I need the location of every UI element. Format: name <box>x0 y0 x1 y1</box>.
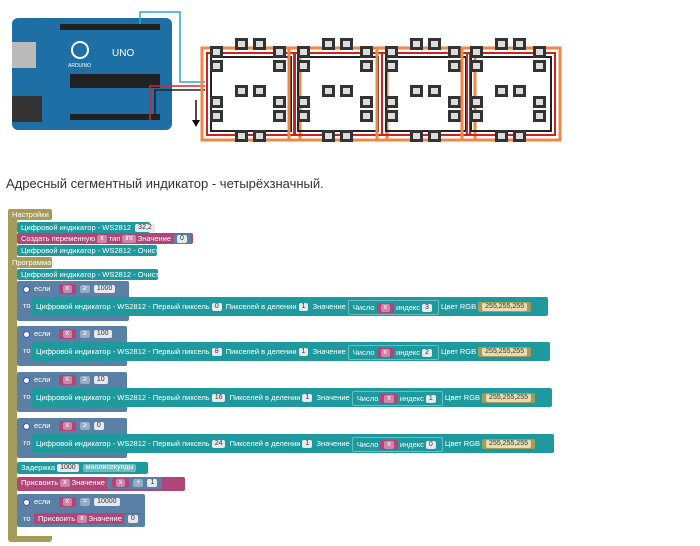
led-pixel <box>448 96 461 108</box>
led-pixel <box>470 110 483 122</box>
led-pixel <box>495 38 508 50</box>
set-first-pixel-block[interactable]: Цифровой индикатор - WS2812 - Первый пик… <box>32 388 552 407</box>
led-pixel <box>235 38 248 50</box>
led-pixel <box>513 130 526 142</box>
led-pixel <box>340 38 353 50</box>
set-first-pixel-block[interactable]: Цифровой индикатор - WS2812 - Первый пик… <box>32 434 554 453</box>
led-pixel <box>297 60 310 72</box>
led-digits <box>200 38 562 142</box>
gear-icon[interactable] <box>23 422 30 430</box>
led-pixel <box>428 38 441 50</box>
led-pixel <box>210 46 223 58</box>
led-pixel <box>470 46 483 58</box>
settings-block[interactable]: Настройки <box>8 209 52 220</box>
led-pixel <box>495 85 508 97</box>
led-pixel <box>448 110 461 122</box>
board-label: UNO <box>112 48 134 59</box>
gear-icon[interactable] <box>23 376 30 384</box>
led-pixel <box>428 85 441 97</box>
led-pixel <box>322 130 335 142</box>
gear-icon[interactable] <box>23 285 30 293</box>
led-pixel <box>340 130 353 142</box>
led-pixel <box>235 130 248 142</box>
led-pixel <box>253 38 266 50</box>
ws2812-init-block[interactable]: Цифровой индикатор - WS2812 32,2 <box>17 222 155 233</box>
led-pixel <box>253 130 266 142</box>
led-pixel <box>360 60 373 72</box>
led-pixel <box>470 60 483 72</box>
led-pixel <box>533 46 546 58</box>
led-pixel <box>533 110 546 122</box>
led-pixel <box>322 85 335 97</box>
led-pixel <box>297 46 310 58</box>
board-brand: ARDUINO <box>68 63 91 69</box>
led-pixel <box>273 96 286 108</box>
led-pixel <box>297 110 310 122</box>
caption: Адресный сегментный индикатор - четырёхз… <box>6 176 324 191</box>
program-clear-block[interactable]: Цифровой индикатор - WS2812 - Очистить <box>17 269 170 280</box>
led-pixel <box>385 96 398 108</box>
led-pixel <box>385 46 398 58</box>
led-pixel <box>385 110 398 122</box>
led-pixel <box>533 60 546 72</box>
led-pixel <box>410 85 423 97</box>
led-pixel <box>322 38 335 50</box>
led-pixel <box>273 46 286 58</box>
led-pixel <box>360 96 373 108</box>
led-pixel <box>410 130 423 142</box>
led-pixel <box>470 96 483 108</box>
led-pixel <box>495 130 508 142</box>
led-pixel <box>513 85 526 97</box>
led-pixel <box>448 60 461 72</box>
program-block[interactable]: Программа <box>8 257 52 268</box>
led-pixel <box>410 38 423 50</box>
led-pixel <box>533 96 546 108</box>
settings-clear-block[interactable]: Цифровой индикатор - WS2812 - Очистить <box>17 245 170 256</box>
led-pixel <box>360 46 373 58</box>
arduino-wiring-illustration: ARDUINO UNO <box>12 11 562 142</box>
led-pixel <box>273 60 286 72</box>
set-first-pixel-block[interactable]: Цифровой индикатор - WS2812 - Первый пик… <box>32 297 548 316</box>
led-pixel <box>385 60 398 72</box>
gear-icon[interactable] <box>23 498 30 506</box>
led-pixel <box>210 96 223 108</box>
gear-icon[interactable] <box>23 330 30 338</box>
set-first-pixel-block[interactable]: Цифровой индикатор - WS2812 - Первый пик… <box>32 342 550 361</box>
led-pixel <box>513 38 526 50</box>
arduino-board: ARDUINO UNO <box>12 18 172 130</box>
led-pixel <box>360 110 373 122</box>
led-pixel <box>340 85 353 97</box>
led-pixel <box>210 110 223 122</box>
led-pixel <box>210 60 223 72</box>
led-pixel <box>273 110 286 122</box>
led-pixel <box>235 85 248 97</box>
led-pixel <box>448 46 461 58</box>
led-pixel <box>428 130 441 142</box>
led-pixel <box>253 85 266 97</box>
led-pixel <box>297 96 310 108</box>
